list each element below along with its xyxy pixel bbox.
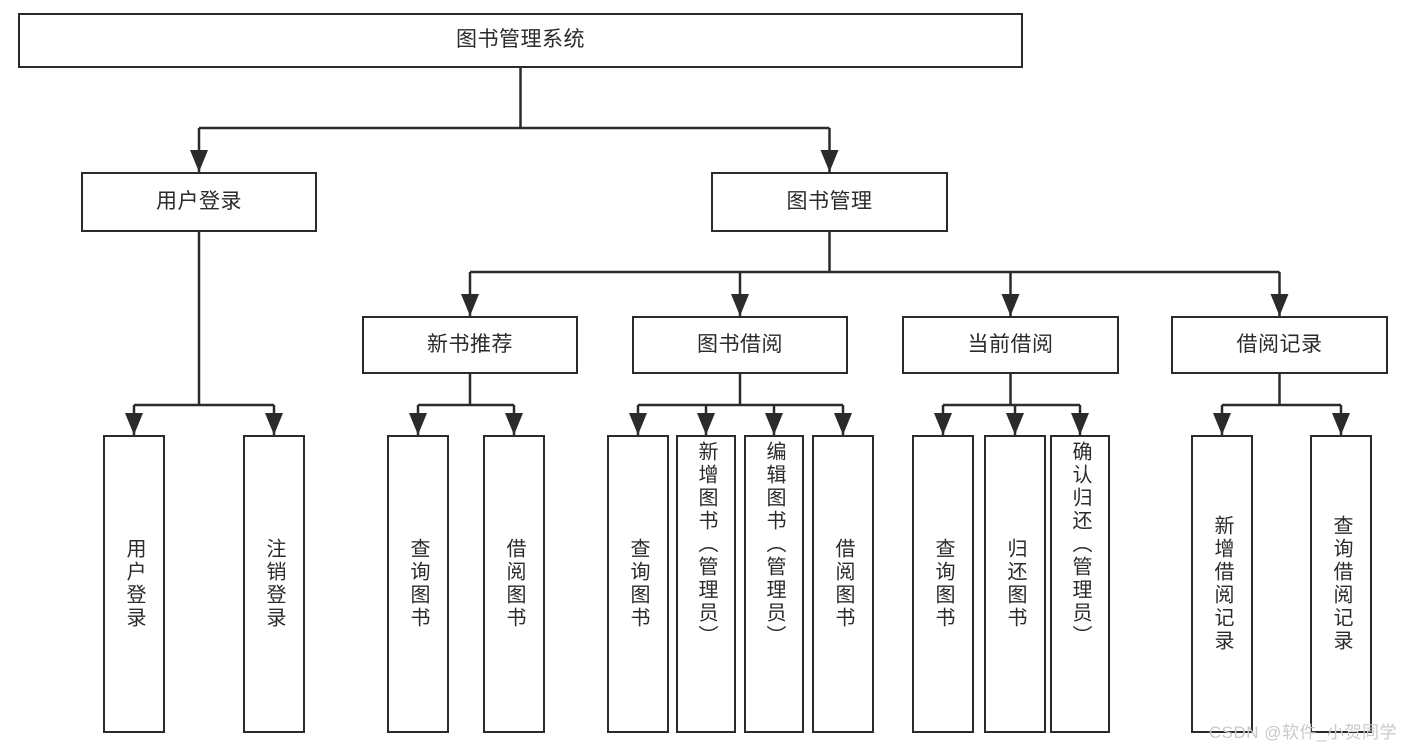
- arrow-head-icon: [265, 413, 283, 435]
- arrow-head-icon: [1071, 413, 1089, 435]
- arrow-head-icon: [461, 294, 479, 316]
- node-label: 图书借阅: [697, 332, 783, 356]
- arrow-head-icon: [409, 413, 427, 435]
- arrow-head-icon: [731, 294, 749, 316]
- node-label: 当前借阅: [967, 332, 1054, 356]
- node-label: 图书管理: [786, 189, 873, 213]
- watermark-label: CSDN @软件_小贺同学: [1208, 723, 1397, 742]
- node-label: 借阅图书: [503, 538, 525, 630]
- node-label: 确认归还（管理员）: [1069, 441, 1091, 648]
- node-leaf-bo-borrow[interactable]: 借阅图书: [812, 435, 874, 733]
- node-leaf-bo-add[interactable]: 新增图书（管理员）: [676, 435, 736, 733]
- arrow-head-icon: [1332, 413, 1350, 435]
- node-label: 新增借阅记录: [1211, 515, 1233, 653]
- arrow-head-icon: [1270, 294, 1289, 316]
- arrow-head-icon: [629, 413, 647, 435]
- node-label: 查询图书: [932, 538, 954, 630]
- node-leaf-user-login[interactable]: 用户登录: [103, 435, 165, 733]
- node-label: 图书管理系统: [456, 28, 585, 52]
- node-label: 查询借阅记录: [1330, 515, 1352, 653]
- arrow-head-icon: [1213, 413, 1231, 435]
- arrow-head-icon: [834, 413, 852, 435]
- arrow-head-icon: [190, 150, 208, 172]
- node-label: 注销登录: [263, 538, 285, 630]
- arrow-head-icon: [697, 413, 715, 435]
- node-borrow[interactable]: 图书借阅: [632, 316, 848, 374]
- node-login[interactable]: 用户登录: [81, 172, 317, 232]
- node-label: 查询图书: [407, 538, 429, 630]
- node-leaf-nb-borrow[interactable]: 借阅图书: [483, 435, 545, 733]
- arrow-head-icon: [820, 150, 839, 172]
- node-label: 查询图书: [627, 538, 649, 630]
- node-leaf-cu-query[interactable]: 查询图书: [912, 435, 974, 733]
- node-leaf-cu-return[interactable]: 归还图书: [984, 435, 1046, 733]
- node-leaf-re-add[interactable]: 新增借阅记录: [1191, 435, 1253, 733]
- node-leaf-re-query[interactable]: 查询借阅记录: [1310, 435, 1372, 733]
- arrow-head-icon: [1006, 413, 1024, 435]
- node-label: 新书推荐: [427, 332, 513, 356]
- node-label: 新增图书（管理员）: [695, 441, 717, 648]
- node-records[interactable]: 借阅记录: [1171, 316, 1388, 374]
- node-root[interactable]: 图书管理系统: [18, 13, 1023, 68]
- node-leaf-bo-edit[interactable]: 编辑图书（管理员）: [744, 435, 804, 733]
- arrow-head-icon: [1001, 294, 1020, 316]
- arrow-head-icon: [125, 413, 143, 435]
- node-leaf-cu-confirm[interactable]: 确认归还（管理员）: [1050, 435, 1110, 733]
- node-current[interactable]: 当前借阅: [902, 316, 1119, 374]
- node-newbook[interactable]: 新书推荐: [362, 316, 578, 374]
- node-bookmgmt[interactable]: 图书管理: [711, 172, 948, 232]
- node-leaf-bo-query[interactable]: 查询图书: [607, 435, 669, 733]
- arrow-head-icon: [934, 413, 952, 435]
- arrow-head-icon: [505, 413, 523, 435]
- node-leaf-user-logout[interactable]: 注销登录: [243, 435, 305, 733]
- node-label: 借阅记录: [1236, 332, 1323, 356]
- node-label: 归还图书: [1004, 538, 1026, 630]
- node-label: 编辑图书（管理员）: [763, 441, 785, 648]
- node-label: 用户登录: [123, 538, 145, 630]
- node-leaf-nb-query[interactable]: 查询图书: [387, 435, 449, 733]
- node-label: 用户登录: [156, 189, 242, 213]
- arrow-head-icon: [765, 413, 783, 435]
- node-label: 借阅图书: [832, 538, 854, 630]
